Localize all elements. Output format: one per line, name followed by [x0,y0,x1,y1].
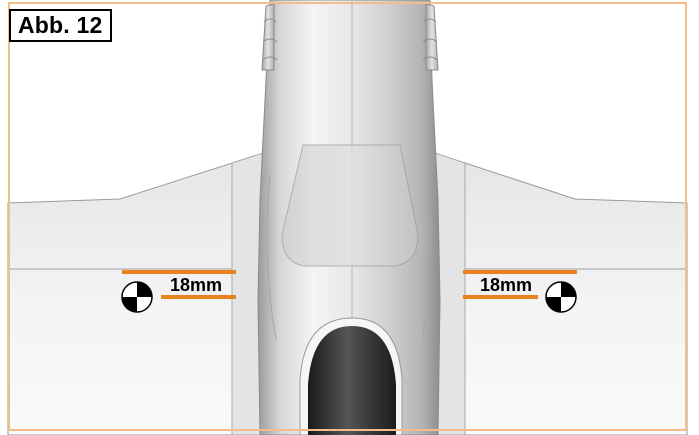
tail-fin-right [425,3,439,71]
left-wing-root-fairing [231,151,267,435]
dimension-label-left: 18mm [170,275,223,295]
figure-label: Abb. 12 [9,9,113,42]
center-of-gravity-icon [121,281,153,313]
air-intake-opening [308,326,396,435]
dimension-label-right: 18mm [480,275,533,295]
center-of-gravity-icon [545,281,577,313]
tail-fin-left [261,3,275,71]
canopy-hatch [281,144,419,267]
